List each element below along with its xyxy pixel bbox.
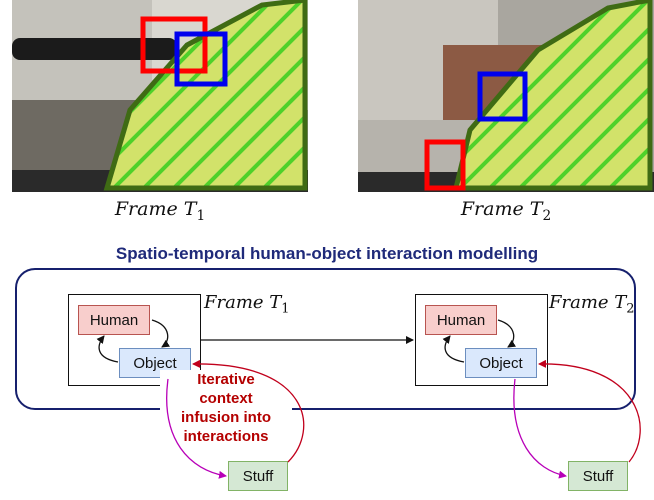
frame-t2-label-var: Frame T	[549, 292, 627, 313]
frame-t1-caption-var: Frame T	[114, 198, 197, 220]
object-bbox	[477, 71, 528, 122]
object-to-stuff-arrow-t1	[166, 378, 227, 479]
fusion-label: Iterative context infusion into interact…	[160, 370, 292, 446]
human-bbox	[424, 139, 466, 191]
fusion-line-4: interactions	[160, 427, 292, 446]
object-node-t2: Object	[465, 348, 537, 378]
frame-t2-caption: Frame T2	[358, 198, 654, 224]
spatio-temporal-container	[15, 268, 636, 410]
stuff-node-t1: Stuff	[228, 461, 288, 491]
frame-t1-image	[12, 0, 308, 192]
stuff-to-object-arrow-t2	[538, 359, 641, 463]
frame-t2-label: Frame T2	[549, 292, 635, 317]
object-to-human-arrow-t1	[96, 335, 119, 363]
object-to-human-arrow-t2	[442, 335, 465, 363]
fusion-line-3: infusion into	[160, 408, 292, 427]
frame-t1-caption: Frame T1	[12, 198, 308, 224]
frame-t1-label-sub: 1	[281, 301, 290, 317]
frame-t2-image	[358, 0, 654, 192]
frame-t2-caption-sub: 2	[542, 207, 552, 224]
object-bbox	[174, 31, 228, 87]
human-to-object-arrow-t2	[497, 319, 517, 348]
diagram-title: Spatio-temporal human-object interaction…	[115, 244, 539, 263]
stuff-node-t2: Stuff	[568, 461, 628, 491]
fusion-line-1: Iterative	[160, 370, 292, 389]
frame-t2-label-sub: 2	[626, 301, 635, 317]
object-to-stuff-arrow-t2	[513, 378, 567, 479]
human-node-t1: Human	[78, 305, 150, 335]
human-to-object-arrow-t1	[151, 319, 171, 348]
stuff-to-object-arrow-t1	[192, 359, 305, 463]
human-bbox	[140, 16, 208, 74]
frame-t1-caption-sub: 1	[196, 207, 206, 224]
frame-t2-caption-var: Frame T	[460, 198, 543, 220]
arm-shape	[12, 38, 177, 60]
frame-t1-label: Frame T1	[204, 292, 290, 317]
human-node-t2: Human	[425, 305, 497, 335]
frame-t1-label-var: Frame T	[204, 292, 282, 313]
fusion-line-2: context	[160, 389, 292, 408]
object-node-t1: Object	[119, 348, 191, 378]
